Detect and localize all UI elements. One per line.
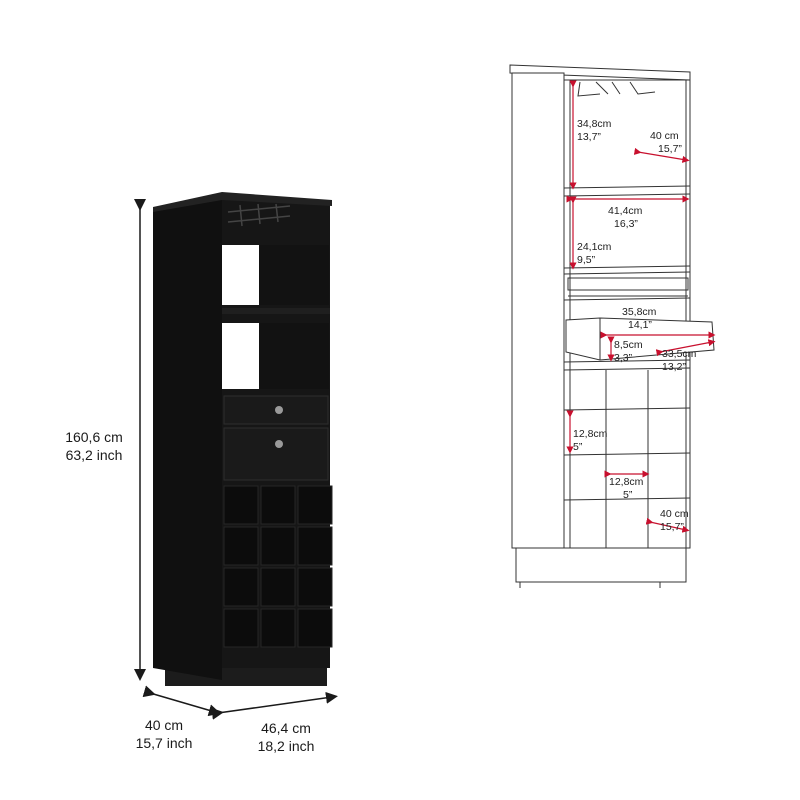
cubby-depth-line bbox=[645, 517, 690, 533]
drawer-height: 8,5cm 3,3” bbox=[614, 339, 643, 365]
cubby-height-in: 5” bbox=[573, 441, 583, 453]
cubby-width: 12,8cm 5” bbox=[609, 476, 643, 502]
depth-in: 15,7 inch bbox=[135, 735, 193, 751]
upper-depth: 40 cm 15,7” bbox=[650, 130, 682, 156]
drawer-height-cm: 8,5cm bbox=[614, 339, 643, 351]
cubby-height: 12,8cm 5” bbox=[573, 428, 607, 454]
mid-shelf-height-cm: 24,1cm bbox=[577, 241, 612, 253]
depth-dimension-line bbox=[142, 685, 221, 717]
wine-cubby-grid bbox=[223, 485, 333, 648]
middle-opening bbox=[222, 323, 259, 389]
cubby-width-cm: 12,8cm bbox=[609, 476, 644, 488]
middle-opening-back bbox=[259, 323, 329, 389]
wine-cubby bbox=[223, 567, 259, 607]
width-in: 18,2 inch bbox=[257, 738, 315, 754]
depth-cm: 40 cm bbox=[144, 717, 184, 733]
cabinet-line-diagram bbox=[509, 64, 715, 588]
width-cm: 46,4 cm bbox=[261, 720, 311, 736]
cubby-width-in: 5” bbox=[623, 489, 633, 501]
inner-width-in: 16,3” bbox=[614, 218, 638, 230]
inner-width: 41,4cm 16,3” bbox=[608, 205, 642, 231]
mid-shelf-height-in: 9,5” bbox=[577, 254, 596, 266]
wine-cubby bbox=[297, 567, 333, 607]
cubby-depth-cm: 40 cm bbox=[660, 508, 689, 520]
cabinet-top bbox=[153, 192, 332, 212]
upper-depth-line bbox=[633, 147, 690, 163]
wine-cubby bbox=[223, 526, 259, 566]
diagram-dimension-lines bbox=[566, 80, 716, 533]
drawer-knob-icon bbox=[275, 440, 283, 448]
cubby-height-cm: 12,8cm bbox=[573, 428, 608, 440]
upper-opening-back bbox=[259, 245, 329, 305]
upper-shelf bbox=[222, 308, 330, 314]
upper-depth-cm: 40 cm bbox=[650, 130, 679, 142]
depth-label: 40 cm 15,7 inch bbox=[118, 716, 210, 752]
wine-cubby bbox=[297, 608, 333, 648]
drawer-width: 35,8cm 14,1” bbox=[622, 306, 656, 332]
drawer-depth-line bbox=[655, 339, 716, 357]
drawer-height-in: 3,3” bbox=[614, 352, 633, 364]
wine-cubby bbox=[297, 485, 333, 525]
wine-cubby bbox=[260, 485, 296, 525]
cabinet-side-panel bbox=[153, 193, 222, 680]
cubby-depth: 40 cm 15,7” bbox=[660, 508, 689, 534]
cabinet-photo bbox=[153, 192, 333, 686]
upper-shelf-height: 34,8cm 13,7” bbox=[577, 118, 611, 144]
drawer-depth: 33,5cm 13,2” bbox=[662, 348, 696, 374]
glass-rack-icon bbox=[227, 203, 291, 227]
drawer-lower bbox=[223, 427, 329, 481]
height-label: 160,6 cm 63,2 inch bbox=[52, 428, 136, 464]
upper-depth-in: 15,7” bbox=[658, 143, 682, 155]
wine-cubby bbox=[223, 485, 259, 525]
upper-shelf-height-cm: 34,8cm bbox=[577, 118, 612, 130]
drawer-depth-cm: 33,5cm bbox=[662, 348, 697, 360]
drawer-width-cm: 35,8cm bbox=[622, 306, 657, 318]
height-in: 63,2 inch bbox=[65, 447, 123, 463]
cubby-depth-in: 15,7” bbox=[660, 521, 684, 533]
photo-dimension-lines bbox=[134, 199, 338, 720]
drawer-width-in: 14,1” bbox=[628, 319, 652, 331]
wine-cubby bbox=[260, 567, 296, 607]
wine-cubby bbox=[297, 526, 333, 566]
upper-opening bbox=[222, 245, 259, 305]
drawer-knob-icon bbox=[275, 406, 283, 414]
inner-width-cm: 41,4cm bbox=[608, 205, 643, 217]
height-cm: 160,6 cm bbox=[65, 429, 123, 445]
wine-cubby bbox=[260, 526, 296, 566]
wine-cubby bbox=[223, 608, 259, 648]
mid-shelf-height: 24,1cm 9,5” bbox=[577, 241, 611, 267]
upper-shelf-height-in: 13,7” bbox=[577, 131, 601, 143]
wine-cubby bbox=[260, 608, 296, 648]
width-dimension-line bbox=[211, 691, 338, 720]
drawer-depth-in: 13,2” bbox=[662, 361, 686, 373]
width-label: 46,4 cm 18,2 inch bbox=[240, 719, 332, 755]
